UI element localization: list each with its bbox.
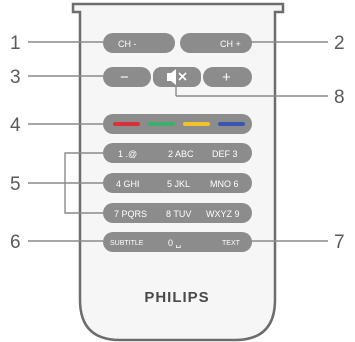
text-button[interactable]: TEXT <box>222 240 241 247</box>
leader-lines <box>28 41 328 242</box>
callout-6: 6 <box>10 232 21 253</box>
number-row-3: 7 PQRS 8 TUV WXYZ 9 <box>103 203 252 223</box>
channel-down-button[interactable]: CH - <box>103 33 175 53</box>
callout-4: 4 <box>10 115 21 136</box>
green-key[interactable] <box>148 122 175 126</box>
key-3[interactable]: DEF 3 <box>212 149 238 159</box>
key-7[interactable]: 7 PQRS <box>114 209 147 219</box>
callout-1: 1 <box>10 33 21 54</box>
red-key[interactable] <box>113 122 140 126</box>
svg-text:+: + <box>222 69 231 86</box>
brand-logo: PHILIPS <box>144 289 209 306</box>
key-4[interactable]: 4 GHI <box>116 179 140 189</box>
remote-body <box>71 2 285 342</box>
key-9[interactable]: WXYZ 9 <box>206 209 240 219</box>
callout-5: 5 <box>10 174 21 195</box>
number-row-1: 1 .@ 2 ABC DEF 3 <box>103 143 252 163</box>
svg-text:CH -: CH - <box>118 39 137 49</box>
key-0[interactable]: 0 ␣ <box>168 238 182 249</box>
blue-key[interactable] <box>218 122 245 126</box>
callout-7: 7 <box>334 232 345 253</box>
mute-icon <box>167 69 187 85</box>
yellow-key[interactable] <box>183 122 210 126</box>
svg-text:−: − <box>120 69 129 86</box>
callout-2: 2 <box>334 33 345 54</box>
colour-keys <box>103 114 252 134</box>
bottom-row: SUBTITLE 0 ␣ TEXT <box>103 232 252 252</box>
volume-up-button[interactable]: + <box>203 67 252 87</box>
subtitle-button[interactable]: SUBTITLE <box>110 240 144 247</box>
channel-up-button[interactable]: CH + <box>180 33 252 53</box>
callout-8: 8 <box>334 87 345 108</box>
callout-3: 3 <box>10 67 21 88</box>
key-6[interactable]: MNO 6 <box>210 179 239 189</box>
svg-text:CH +: CH + <box>220 39 241 49</box>
key-5[interactable]: 5 JKL <box>167 179 190 189</box>
key-8[interactable]: 8 TUV <box>166 209 191 219</box>
key-1[interactable]: 1 .@ <box>118 149 137 159</box>
key-2[interactable]: 2 ABC <box>168 149 194 159</box>
number-row-2: 4 GHI 5 JKL MNO 6 <box>103 173 252 193</box>
volume-down-button[interactable]: − <box>103 67 151 87</box>
mute-button[interactable] <box>153 67 201 87</box>
